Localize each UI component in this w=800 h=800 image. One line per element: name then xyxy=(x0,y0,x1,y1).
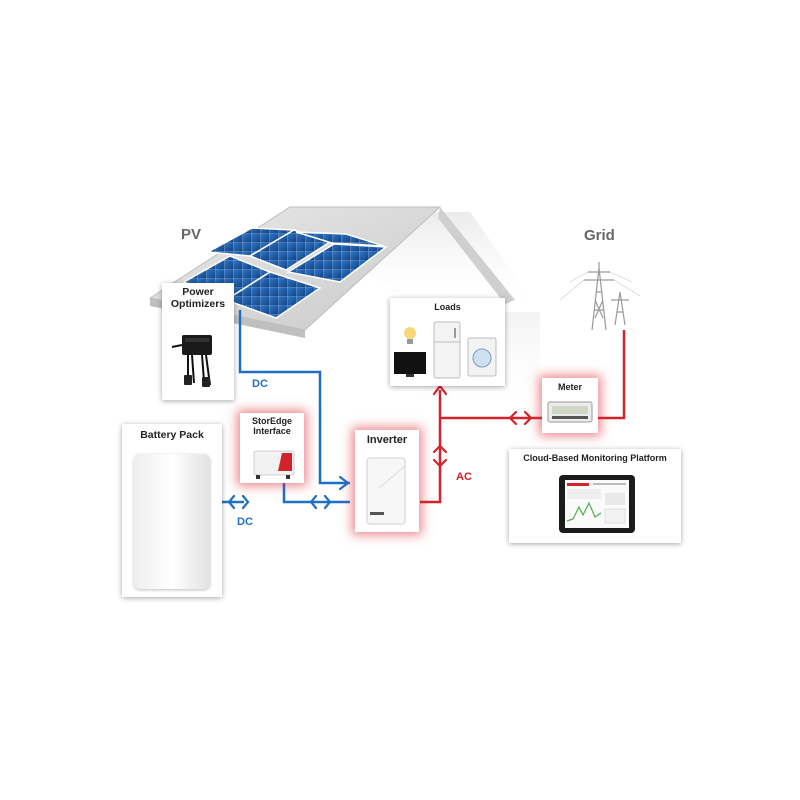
storedge-device xyxy=(253,450,295,479)
solar-panel xyxy=(285,243,389,283)
meter-device xyxy=(547,401,593,423)
dc-label-bottom: DC xyxy=(237,516,253,528)
solar-panels xyxy=(182,227,389,319)
solar-panel xyxy=(295,231,385,247)
storedge-interface-card: StorEdge Interface xyxy=(240,413,304,483)
battery-pack-title: Battery Pack xyxy=(140,429,204,441)
ac-wiring xyxy=(420,330,626,504)
inverter-card: Inverter xyxy=(355,430,419,532)
pv-label: PV xyxy=(181,226,202,243)
dc-wiring xyxy=(222,310,350,504)
dc-arrow xyxy=(338,475,350,491)
transmission-towers xyxy=(559,262,641,331)
storedge-interface-title: StorEdge Interface xyxy=(251,416,292,436)
power-optimizers-card: Power Optimizers xyxy=(162,283,234,400)
dc-bidirectional-arrow xyxy=(227,494,250,510)
ac-label: AC xyxy=(456,471,472,483)
loads-title: Loads xyxy=(434,302,461,312)
ac-bidirectional-arrow xyxy=(432,444,448,468)
battery-pack-card: Battery Pack xyxy=(122,424,222,597)
tablet-device xyxy=(559,475,635,533)
monitoring-platform-card: Cloud-Based Monitoring Platform xyxy=(509,449,681,543)
ac-arrow xyxy=(432,384,448,396)
power-optimizer-device xyxy=(171,335,212,387)
meter-card: Meter xyxy=(542,378,598,433)
inverter-device xyxy=(366,457,406,525)
power-optimizers-title: Power Optimizers xyxy=(170,286,226,310)
light-bulb-icon xyxy=(404,327,416,344)
tv-icon xyxy=(394,352,426,377)
solar-panel xyxy=(224,271,322,319)
inverter-title: Inverter xyxy=(366,434,408,446)
washing-machine-icon xyxy=(467,337,497,377)
grid-label: Grid xyxy=(584,227,615,244)
ac-bidirectional-arrow xyxy=(508,410,533,426)
loads-appliances xyxy=(394,321,497,379)
loads-card: Loads xyxy=(390,298,505,386)
ac-arrows xyxy=(432,384,533,468)
fridge-icon xyxy=(433,321,461,379)
dc-label-top: DC xyxy=(252,378,268,390)
dc-bidirectional-arrow xyxy=(309,494,332,510)
battery-device xyxy=(134,454,210,589)
meter-title: Meter xyxy=(557,382,582,392)
monitoring-platform-title: Cloud-Based Monitoring Platform xyxy=(523,453,667,463)
dc-arrows xyxy=(227,475,350,510)
